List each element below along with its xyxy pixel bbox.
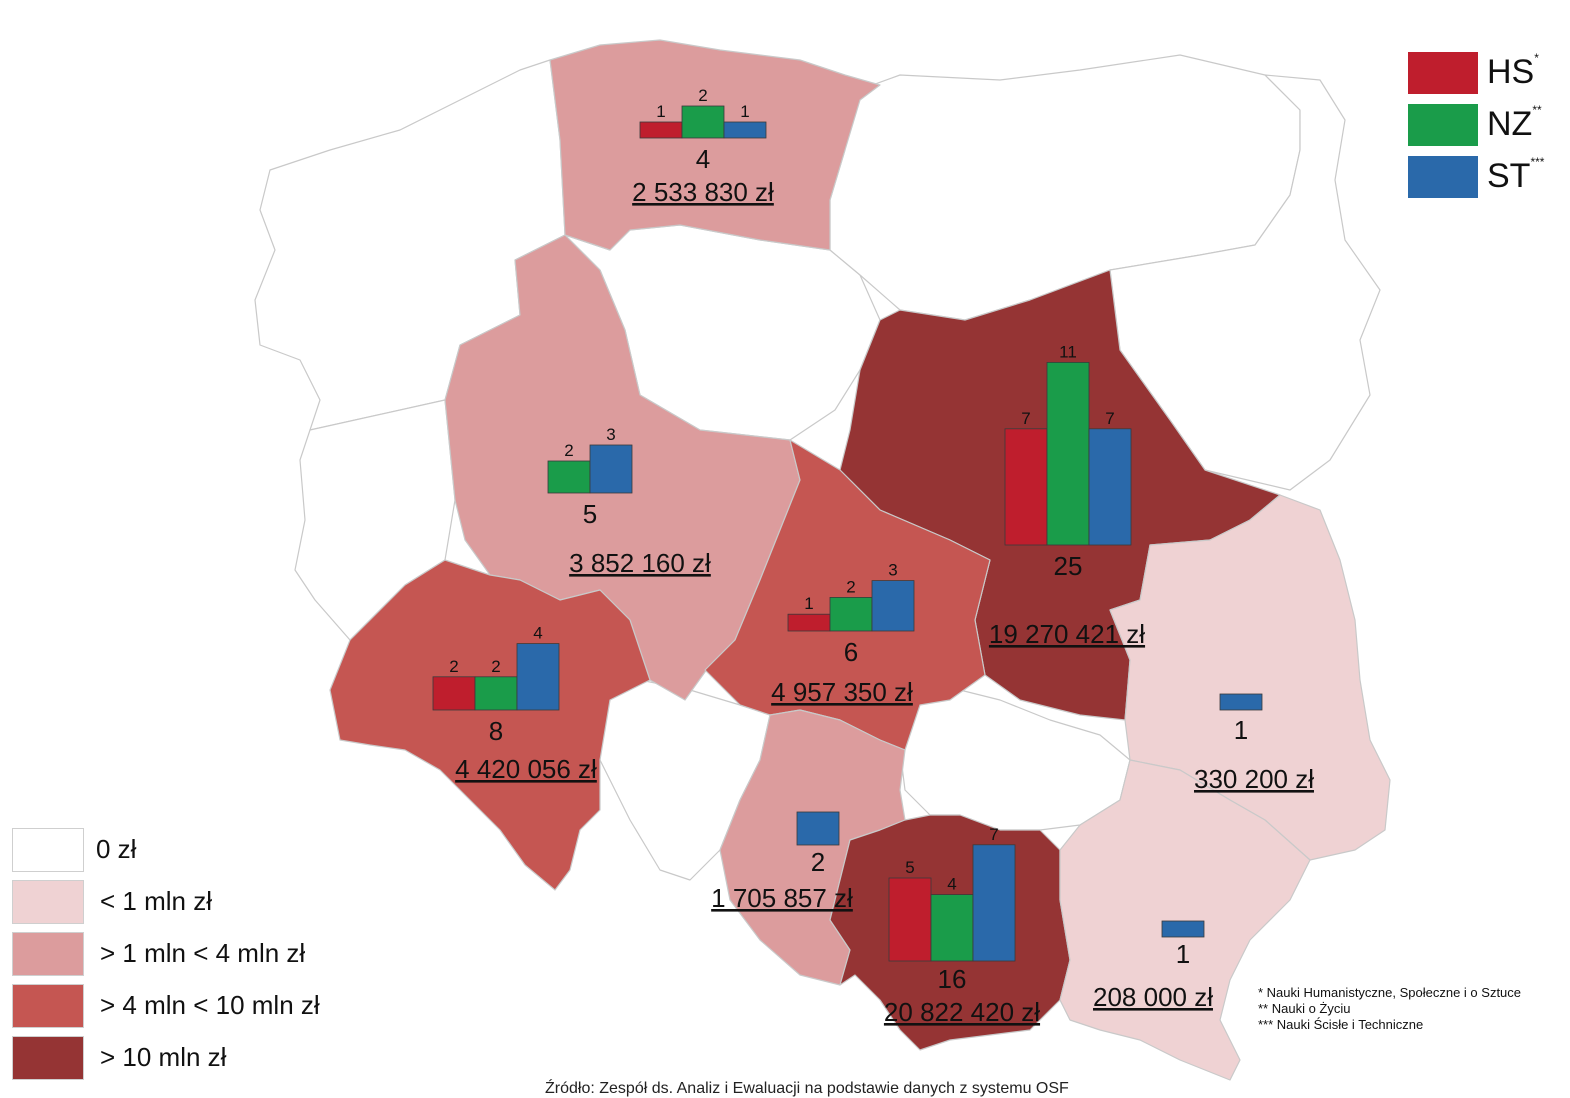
bar-malopolskie-nz [930,894,974,962]
count-malopolskie: 16 [938,964,967,994]
count-slaskie: 2 [811,847,825,877]
count-pomorskie: 4 [696,144,710,174]
series-legend-label-st: ST*** [1487,155,1545,195]
amount-dolnoslaskie: 4 420 056 zł [455,754,597,784]
amount-legend-swatch-0 [12,828,84,872]
region-dolnoslaskie [329,559,651,891]
amount-legend-swatch-4 [12,1036,84,1080]
amount-legend-label-4: > 10 mln zł [100,1042,227,1072]
bar-label-lodzkie-nz: 2 [846,577,855,596]
count-mazowieckie: 25 [1054,551,1083,581]
bar-lubelskie-st [1219,693,1263,711]
series-legend-swatch-hs [1408,52,1478,94]
bar-label-mazowieckie-nz: 11 [1059,342,1077,361]
bar-label-lodzkie-st: 3 [888,561,897,580]
bar-pomorskie-nz [681,105,725,139]
bar-lodzkie-nz [829,597,873,632]
bar-label-malopolskie-nz: 4 [947,875,956,894]
amount-malopolskie: 20 822 420 zł [884,997,1040,1027]
amount-legend-swatch-3 [12,984,84,1028]
amount-mazowieckie: 19 270 421 zł [989,619,1145,649]
series-legend-swatch-nz [1408,104,1478,146]
amount-pomorskie: 2 533 830 zł [632,177,774,207]
count-lubelskie: 1 [1234,715,1248,745]
footnote-st: *** Nauki Ścisłe i Techniczne [1258,1017,1424,1032]
region-pomorskie [549,39,881,251]
bar-label-dolnoslaskie-st: 4 [533,624,542,643]
bar-label-pomorskie-nz: 2 [698,86,707,105]
series-legend-label-nz: NZ** [1487,103,1542,143]
amount-legend-label-2: > 1 mln < 4 mln zł [100,938,306,968]
bar-pomorskie-hs [639,121,683,139]
amount-slaskie: 1 705 857 zł [711,883,853,913]
bar-lodzkie-st [871,580,915,632]
bar-mazowieckie-nz [1046,361,1090,546]
amount-wielkopolskie: 3 852 160 zł [569,548,711,578]
bar-label-malopolskie-hs: 5 [905,858,914,877]
count-podkarpackie: 1 [1176,939,1190,969]
bar-label-wielkopolskie-st: 3 [606,425,615,444]
bar-wielkopolskie-nz [547,460,591,494]
amount-lubelskie: 330 200 zł [1194,764,1314,794]
bar-label-pomorskie-hs: 1 [656,102,665,121]
footnote-hs: * Nauki Humanistyczne, Społeczne i o Szt… [1258,985,1522,1000]
bar-label-dolnoslaskie-hs: 2 [449,657,458,676]
bar-label-mazowieckie-st: 7 [1105,409,1114,428]
series-legend-swatch-st [1408,156,1478,198]
bar-label-pomorskie-st: 1 [740,102,749,121]
source-note: Źródło: Zespół ds. Analiz i Ewaluacji na… [545,1080,1069,1097]
region-podkarpackie [1059,759,1311,1081]
bar-label-malopolskie-st: 7 [989,825,998,844]
amount-legend-label-1: < 1 mln zł [100,886,212,916]
amount-legend-swatch-1 [12,880,84,924]
region-podlaskie [1109,74,1381,491]
series-legend-label-hs: HS* [1487,51,1539,91]
count-lodzkie: 6 [844,637,858,667]
bar-slaskie-st [796,811,840,846]
bar-mazowieckie-hs [1004,428,1048,546]
bar-dolnoslaskie-st [516,643,560,711]
amount-legend-swatch-2 [12,932,84,976]
bar-dolnoslaskie-nz [474,676,518,711]
bar-label-mazowieckie-hs: 7 [1021,409,1030,428]
count-dolnoslaskie: 8 [489,716,503,746]
bar-malopolskie-hs [888,877,932,962]
bar-label-lodzkie-hs: 1 [804,594,813,613]
region-lubelskie [1109,494,1391,861]
bar-malopolskie-st [972,844,1016,962]
amount-legend-label-0: 0 zł [96,834,137,864]
count-wielkopolskie: 5 [583,499,597,529]
bar-label-wielkopolskie-nz: 2 [564,441,573,460]
bar-lodzkie-hs [787,613,831,632]
bar-pomorskie-st [723,121,767,139]
footnote-nz: ** Nauki o Życiu [1258,1001,1351,1016]
amount-lodzkie: 4 957 350 zł [771,677,913,707]
bar-dolnoslaskie-hs [432,676,476,711]
amount-legend-label-3: > 4 mln < 10 mln zł [100,990,320,1020]
bar-label-dolnoslaskie-nz: 2 [491,657,500,676]
amount-podkarpackie: 208 000 zł [1093,982,1213,1012]
bar-wielkopolskie-st [589,444,633,494]
bar-podkarpackie-st [1161,920,1205,938]
bar-mazowieckie-st [1088,428,1132,546]
